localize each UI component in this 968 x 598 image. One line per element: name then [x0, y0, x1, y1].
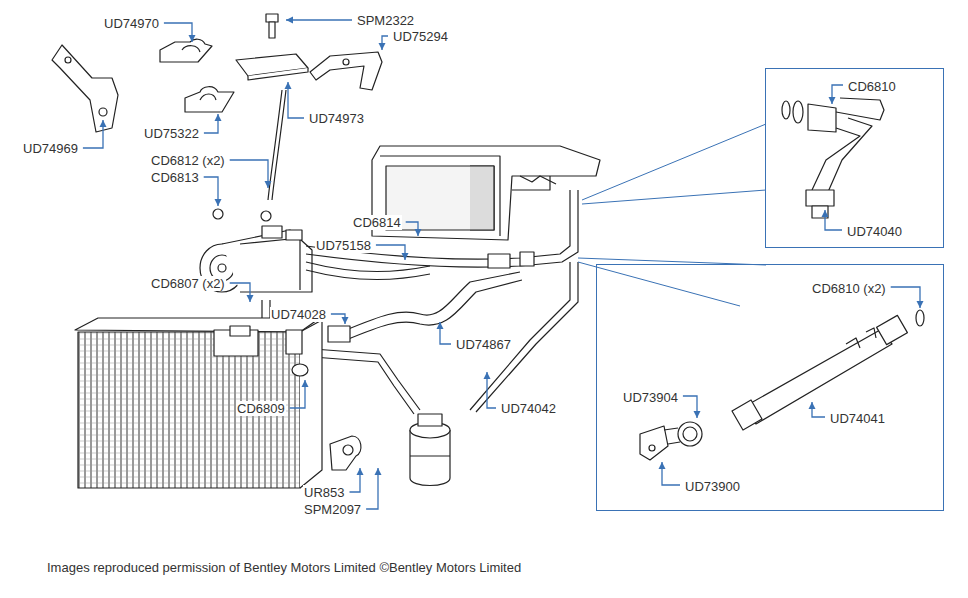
part-number: UR853 — [303, 485, 345, 500]
leader-arrowhead — [659, 462, 666, 469]
leader-line — [204, 114, 218, 133]
part-number: UD75322 — [143, 126, 200, 141]
leader-arrowhead — [302, 380, 309, 387]
leader-line — [286, 19, 352, 20]
part-number: UD73904 — [622, 390, 679, 405]
part-number: UD75158 — [315, 238, 372, 253]
part-number: SPM2322 — [356, 13, 415, 28]
part-number: CD6810 (x2) — [811, 281, 887, 296]
leader-arrowhead — [247, 295, 254, 302]
leader-line — [825, 210, 842, 230]
leader-arrowhead — [215, 114, 222, 121]
part-number: UD74867 — [455, 337, 512, 352]
leader-arrowhead — [215, 199, 222, 206]
part-number: UD74042 — [500, 401, 557, 416]
part-number: CD6812 (x2) — [150, 153, 226, 168]
leader-arrowhead — [342, 317, 349, 324]
leader-arrowhead — [402, 253, 409, 260]
leader-arrowhead — [265, 181, 272, 188]
leader-line — [832, 85, 843, 104]
leader-arrowhead — [829, 97, 836, 104]
leader-arrowhead — [822, 210, 829, 217]
inset-box: CD6810UD74040 — [765, 68, 944, 248]
leader-arrowhead — [415, 229, 422, 236]
inset-box: CD6810 (x2) UD73904UD74041UD73900 — [596, 264, 944, 511]
leader-arrowhead — [375, 468, 382, 475]
leader-arrowhead — [286, 17, 293, 24]
part-number: CD6810 — [847, 79, 897, 94]
part-number: UD74973 — [308, 111, 365, 126]
part-number: CD6814 — [352, 215, 402, 230]
leader-arrowhead — [694, 411, 701, 418]
leader-line — [891, 287, 920, 308]
leader-line — [230, 283, 250, 302]
leader-arrowhead — [379, 43, 386, 50]
part-number: CD6809 — [236, 401, 286, 416]
copyright-caption: Images reproduced permission of Bentley … — [47, 560, 521, 575]
leader-arrowhead — [100, 120, 107, 127]
leader-line — [290, 380, 305, 408]
part-number: SPM2097 — [303, 502, 362, 517]
leader-line — [683, 396, 697, 418]
part-number: UD74040 — [846, 224, 903, 239]
leader-line — [164, 23, 192, 42]
leader-arrowhead — [809, 402, 816, 409]
part-number: UD74970 — [103, 16, 160, 31]
part-number: UD74041 — [829, 411, 886, 426]
part-number: CD6813 — [150, 170, 200, 185]
leader-line — [230, 160, 268, 188]
leader-line — [662, 462, 680, 485]
leader-line — [83, 120, 103, 148]
leader-arrowhead — [357, 468, 364, 475]
leader-arrowhead — [437, 322, 444, 329]
leader-arrowhead — [917, 301, 924, 308]
leader-arrowhead — [189, 35, 196, 42]
leader-line — [376, 245, 405, 260]
part-number: CD6807 (x2) — [150, 276, 226, 291]
leader-line — [812, 402, 825, 417]
part-number: UD74969 — [22, 141, 79, 156]
leader-arrowhead — [484, 372, 491, 379]
leader-arrowhead — [285, 82, 292, 89]
part-number: UD75294 — [392, 29, 449, 44]
part-number: UD73900 — [684, 479, 741, 494]
part-number: UD74028 — [270, 307, 327, 322]
